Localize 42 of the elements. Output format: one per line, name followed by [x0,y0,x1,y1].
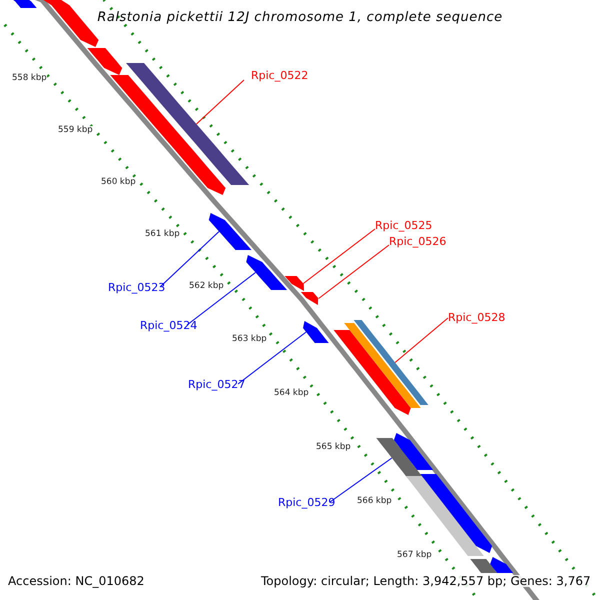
leader-line [318,244,390,299]
scale-label: 564 kbp [274,389,309,398]
leader-line [302,228,376,284]
leader-line [196,80,244,124]
scale-label: 560 kbp [101,178,136,186]
scale-label: 561 kbp [145,230,180,238]
gene-label: Rpic_0525 [375,220,432,231]
gene-segment [300,292,318,305]
scale-label: 565 kbp [316,443,351,452]
info-text: Topology: circular; Length: 3,942,557 bp; Genes: 3,767 [261,575,591,587]
gene-label: Rpic_0529 [278,497,336,508]
scale-label: 566 kbp [357,497,392,506]
gene-label: Rpic_0526 [389,236,446,247]
gene-segment [303,321,329,343]
leader-line [394,318,448,363]
gene-label: Rpic_0524 [140,320,198,331]
leader-line [238,332,307,384]
gene-segment [284,276,304,291]
gene-segment [246,255,288,290]
scale-label: 558 kbp [12,74,47,82]
gene-segment [334,330,411,415]
scale-label: 562 kbp [189,282,224,290]
title: Ralstonia pickettii 12J chromosome 1, complete sequence [96,11,504,24]
gene-label: Rpic_0522 [251,70,308,81]
gene-segment [394,433,434,470]
gene-segment [208,213,252,250]
scale-label: 559 kbp [58,126,93,134]
gene-label: Rpic_0527 [188,379,246,390]
leader-line [160,231,220,288]
gene-segment [490,557,514,573]
scale-label: 563 kbp [232,335,267,344]
gene-segment [354,320,428,405]
gene-label: Rpic_0523 [108,282,166,293]
gene-segment [376,438,424,478]
gene-segment [87,48,122,75]
gene-segment [344,323,421,408]
info-text: Accession: NC_010682 [8,575,144,587]
leader-line [330,458,392,502]
gene-label: Rpic_0528 [448,312,506,323]
scale-label: 567 kbp [397,551,432,560]
leader-line [186,272,256,326]
gene-segment [470,559,498,573]
